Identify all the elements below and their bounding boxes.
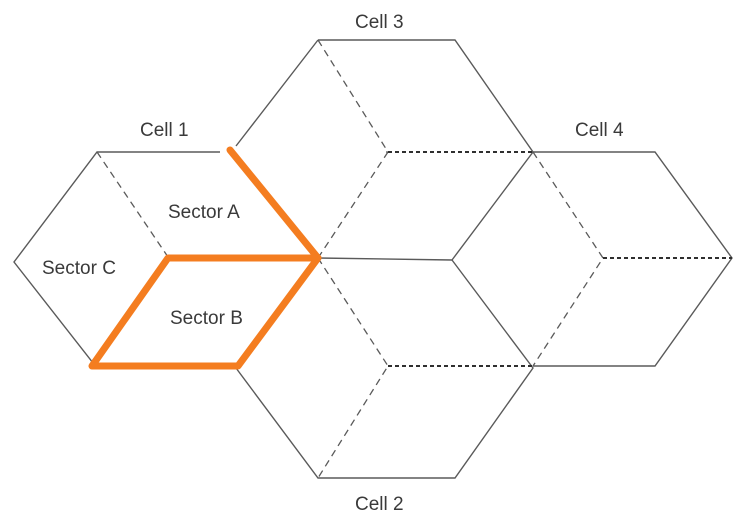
highlighted-sector-boundary [88,146,322,370]
cell-4-label: Cell 4 [575,120,624,141]
cell-3-sector-dividers [317,39,389,259]
cell-2-outline [235,259,534,479]
cell-3-outline [317,39,534,261]
cell-4-sector-dividers [532,151,604,367]
sector-b-highlight [88,254,322,370]
sector-a-label: Sector A [168,202,240,223]
sector-a-highlight [226,146,322,262]
cell-2-sector-dividers [317,257,389,479]
cell-3-label: Cell 3 [355,12,404,33]
cell-1-sector-divider-ac [96,151,169,258]
cell-1-label: Cell 1 [140,120,189,141]
cell-2-label: Cell 2 [355,494,404,515]
sector-b-label: Sector B [170,308,243,329]
cell-3 [317,39,534,261]
cell-2 [235,257,534,479]
cell-4 [532,151,733,367]
sector-c-label: Sector C [42,258,116,279]
